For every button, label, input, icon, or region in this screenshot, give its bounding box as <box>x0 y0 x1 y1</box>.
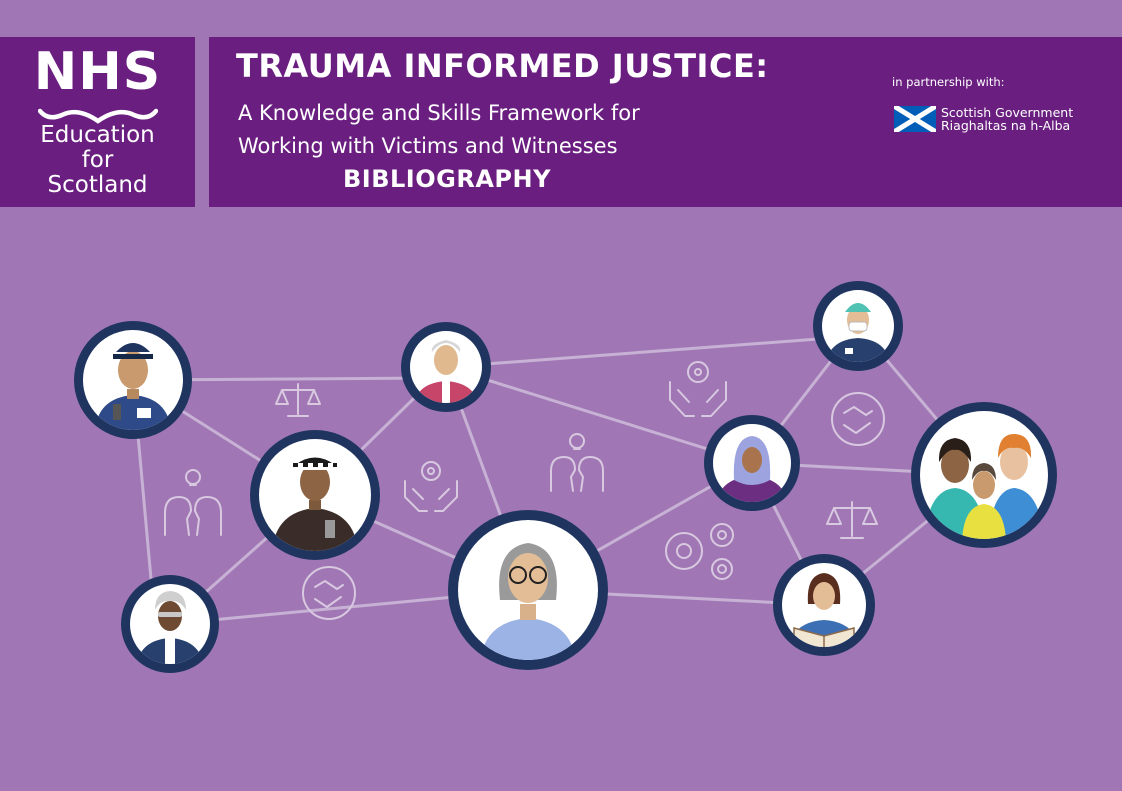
people-network-illustration <box>74 281 1057 673</box>
logo-line-for: for <box>81 147 114 173</box>
org-name-english: Scottish Government <box>941 105 1074 120</box>
subtitle-line-1: A Knowledge and Skills Framework for <box>238 101 640 125</box>
logo-line-education: Education <box>40 122 155 148</box>
avatar-woman-in-hijab <box>704 415 800 511</box>
avatar-older-woman <box>448 510 608 670</box>
partnership-label: in partnership with: <box>892 75 1005 89</box>
avatar-nurse <box>813 281 903 371</box>
swoosh-icon <box>38 108 158 124</box>
handshake-icon <box>831 392 885 446</box>
hands-with-gear-icon <box>404 461 458 512</box>
subtitle-line-2: Working with Victims and Witnesses <box>238 134 618 158</box>
page-subtitle: A Knowledge and Skills Framework for Wor… <box>238 97 640 163</box>
avatar-family <box>911 402 1057 548</box>
heads-with-lightbulb-icon <box>164 469 222 536</box>
avatar-judge <box>401 322 491 412</box>
hands-with-gear-icon <box>669 361 727 417</box>
heads-with-lightbulb-icon <box>550 433 604 492</box>
scales-of-justice-icon <box>826 501 878 539</box>
avatar-woman-with-book <box>773 554 875 656</box>
title-banner: TRAUMA INFORMED JUSTICE: A Knowledge and… <box>209 37 1122 207</box>
saltire-flag-icon <box>894 106 936 132</box>
page-title: TRAUMA INFORMED JUSTICE: <box>236 47 769 85</box>
gears-icon <box>665 523 734 580</box>
nhs-logo: NHS Education for Scotland <box>0 37 195 207</box>
avatar-police-officer-checkered-hat <box>250 430 380 560</box>
logo-line-scotland: Scotland <box>47 172 148 198</box>
org-name-gaelic: Riaghaltas na h-Alba <box>941 118 1071 133</box>
scottish-government-logo: Scottish Government Riaghaltas na h-Alba <box>894 106 1073 132</box>
logo-nhs-text: NHS <box>33 42 162 102</box>
avatar-police-officer-cap <box>74 321 192 439</box>
avatar-woman-with-grey-hair <box>121 575 219 673</box>
handshake-icon <box>302 566 356 620</box>
scales-of-justice-icon <box>275 383 321 417</box>
section-title: BIBLIOGRAPHY <box>343 165 551 193</box>
